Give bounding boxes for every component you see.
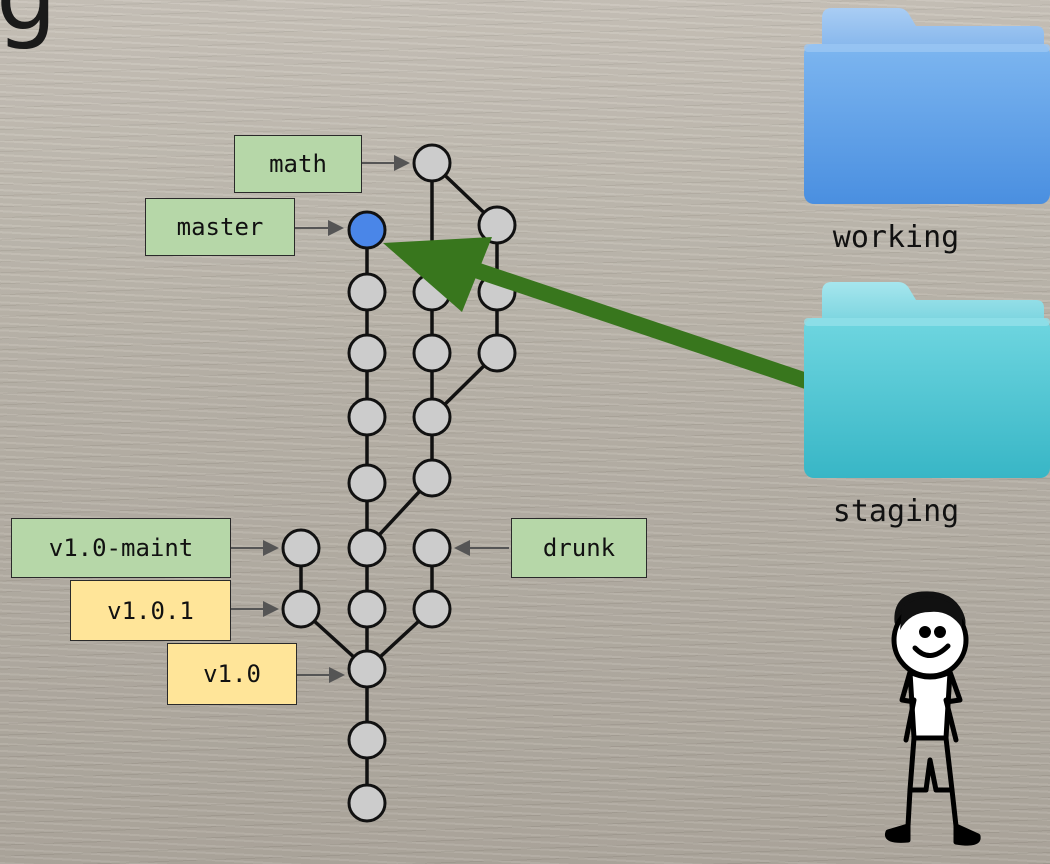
commit-node bbox=[347, 589, 387, 629]
commit-node bbox=[347, 649, 387, 689]
head-commit-node bbox=[347, 210, 387, 250]
commit-node bbox=[347, 783, 387, 823]
commit-node bbox=[347, 397, 387, 437]
commit-node bbox=[281, 528, 321, 568]
commit-node bbox=[412, 143, 452, 183]
tag-label-v1-0: v1.0 bbox=[167, 643, 297, 705]
ref-pointers bbox=[231, 155, 509, 683]
working-folder-label: working bbox=[832, 220, 960, 255]
commit-node bbox=[412, 589, 452, 629]
slide-title-fragment: g bbox=[0, 0, 57, 44]
stick-figure-person bbox=[884, 591, 981, 846]
commit-node bbox=[477, 333, 517, 373]
commit-node bbox=[347, 720, 387, 760]
tag-label-v1-0-1: v1.0.1 bbox=[70, 580, 231, 641]
commit-arrow bbox=[383, 237, 860, 406]
staging-folder-icon bbox=[804, 282, 1050, 478]
commit-node bbox=[347, 333, 387, 373]
commit-node bbox=[281, 589, 321, 629]
commit-node bbox=[347, 463, 387, 503]
commit-node bbox=[347, 528, 387, 568]
branch-label-drunk: drunk bbox=[511, 518, 647, 578]
commit-node bbox=[412, 397, 452, 437]
commit-node bbox=[412, 528, 452, 568]
commit-node bbox=[347, 272, 387, 312]
commit-node bbox=[412, 333, 452, 373]
branch-label-master: master bbox=[145, 198, 295, 256]
working-folder-icon bbox=[804, 8, 1050, 204]
branch-label-math: math bbox=[234, 135, 362, 193]
staging-folder-label: staging bbox=[832, 494, 960, 529]
branch-label-v1-0-maint: v1.0-maint bbox=[11, 518, 231, 578]
commit-node bbox=[412, 458, 452, 498]
commit-node bbox=[477, 205, 517, 245]
